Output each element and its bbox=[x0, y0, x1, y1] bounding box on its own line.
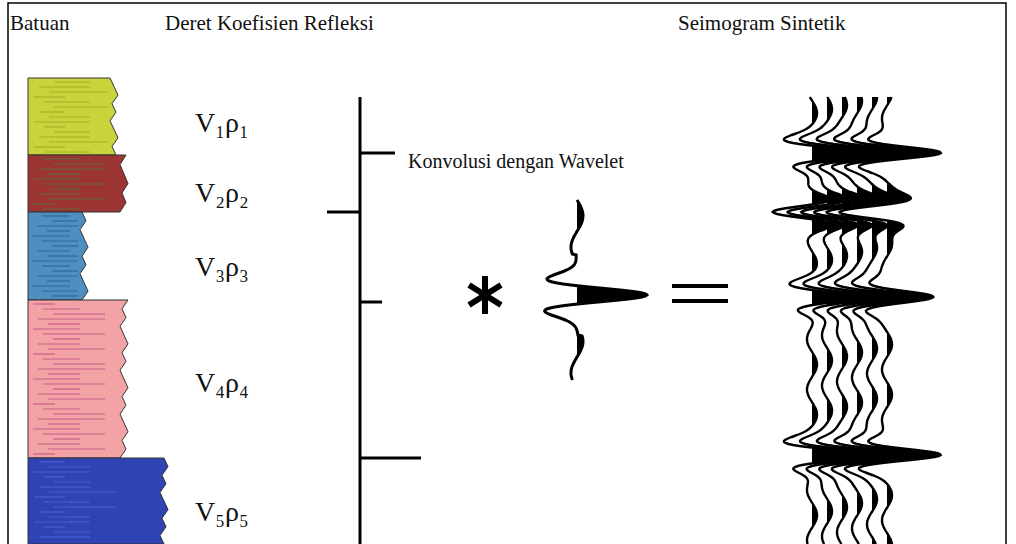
layer-parameters: V₅ρ₅ bbox=[195, 497, 249, 528]
layer-parameters: V₃ρ₃ bbox=[195, 252, 249, 283]
operation-note: Konvolusi dengan Wavelet bbox=[408, 150, 624, 172]
layer-parameters: V₁ρ₁ bbox=[195, 108, 249, 139]
column-heading: Deret Koefisien Refleksi bbox=[165, 12, 374, 35]
rock-layer-5 bbox=[28, 458, 168, 544]
layer-parameters: V₄ρ₄ bbox=[195, 368, 249, 399]
frame bbox=[8, 3, 1006, 544]
layer-parameters: V₂ρ₂ bbox=[195, 178, 249, 209]
wavelet-symbol bbox=[545, 200, 647, 380]
rock-layer-3 bbox=[28, 212, 88, 300]
synthetic-seismogram bbox=[773, 97, 941, 544]
convolution-asterisk bbox=[469, 276, 501, 314]
column-heading: Seimogram Sintetik bbox=[678, 12, 845, 35]
rock-layer-1 bbox=[28, 78, 118, 155]
reflection-series bbox=[327, 97, 421, 544]
rock-layer-2 bbox=[28, 155, 128, 212]
rock-layer-4 bbox=[28, 300, 128, 458]
equals-sign bbox=[672, 286, 728, 301]
column-heading: Batuan bbox=[10, 12, 69, 35]
rock-column bbox=[28, 78, 168, 544]
